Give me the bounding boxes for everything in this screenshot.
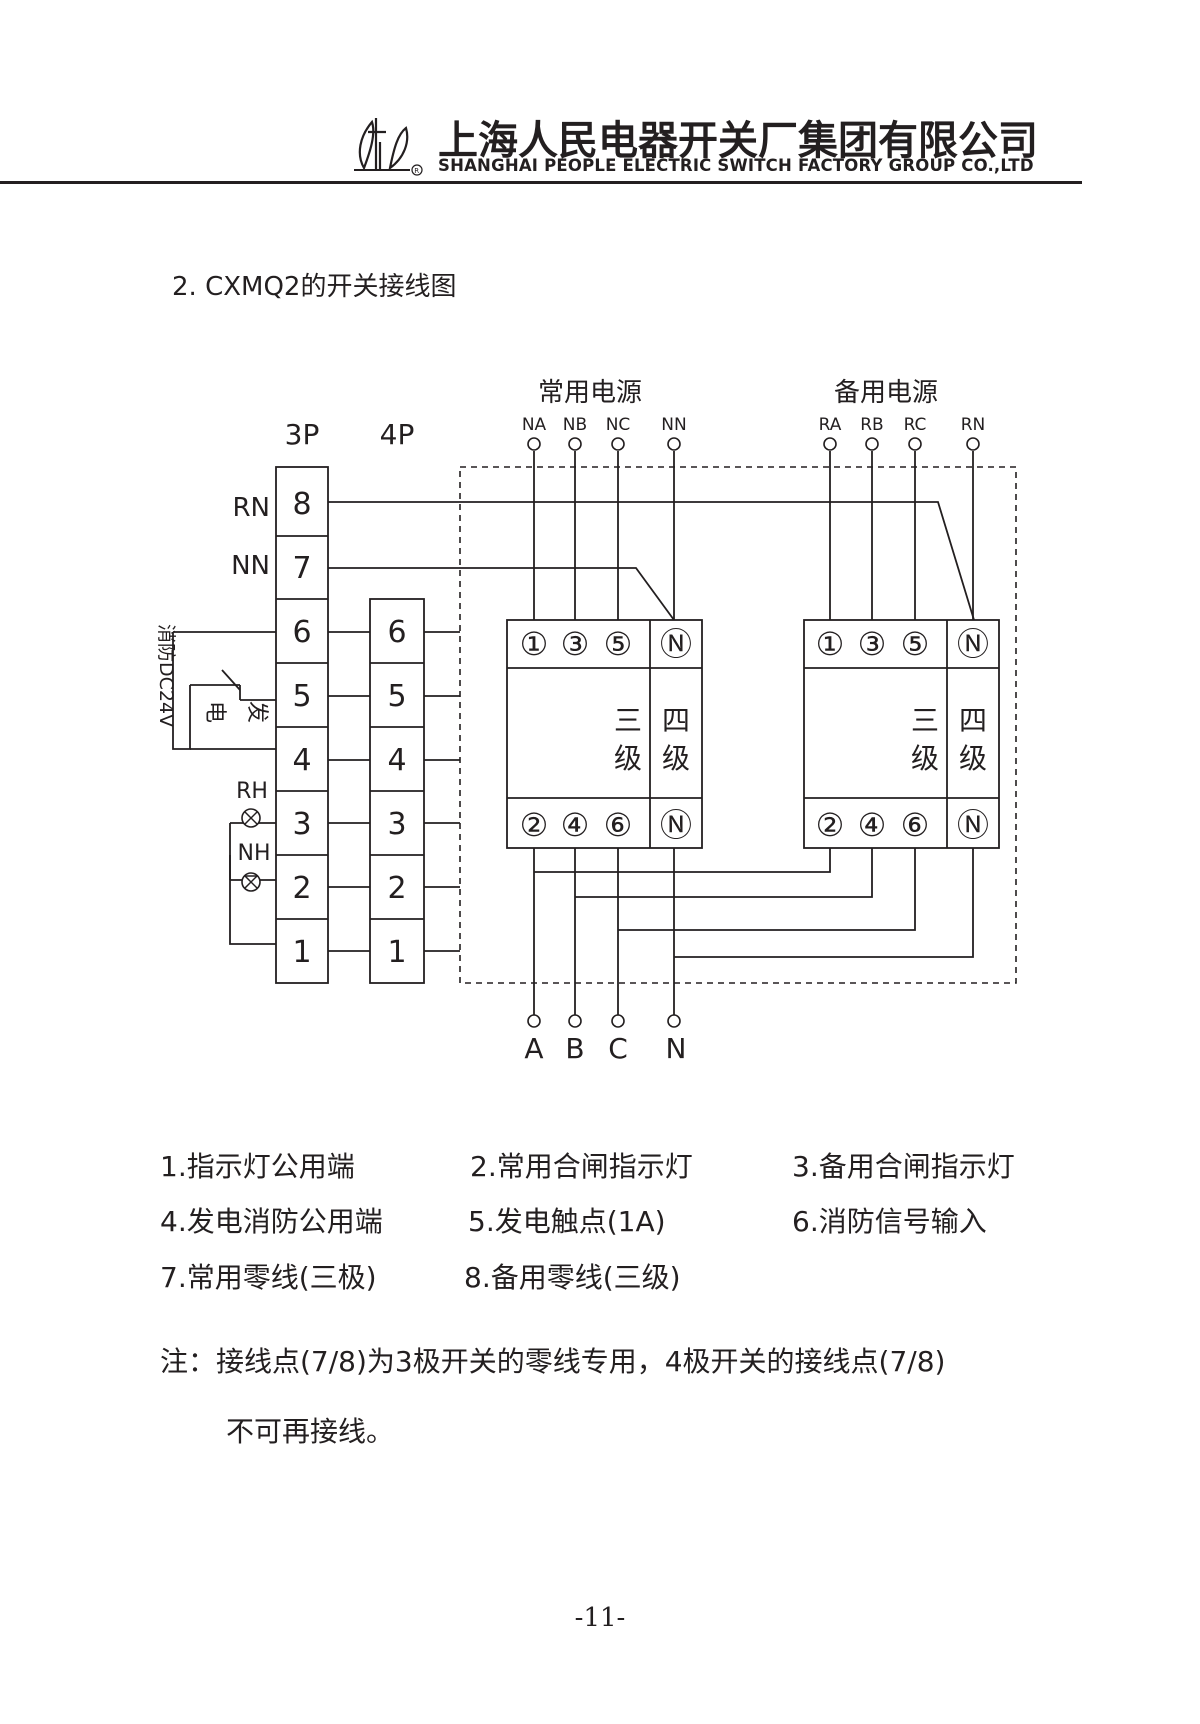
- backup-bottom-6: ⑥: [901, 806, 930, 844]
- main-four-pole-1: 四: [662, 704, 690, 737]
- backup-three-pole-2: 级: [911, 742, 939, 775]
- gen-label-dian: 电: [202, 701, 227, 723]
- main-breaker: [506, 619, 703, 849]
- legend-item-5: 5.发电触点(1A): [468, 1205, 666, 1238]
- backup-breaker: [803, 619, 1000, 849]
- backup-top-n: Ⓝ: [957, 625, 989, 663]
- col-4p-label: 4P: [380, 418, 415, 451]
- output-n: N: [666, 1032, 687, 1065]
- output-b: B: [565, 1032, 584, 1065]
- main-three-pole-1: 三: [614, 704, 642, 737]
- t3p-5: 5: [292, 679, 311, 714]
- legend-item-1: 1.指示灯公用端: [160, 1150, 355, 1183]
- t3p-8: 8: [292, 487, 311, 522]
- header-divider: [0, 181, 1082, 184]
- legend-item-7: 7.常用零线(三极): [160, 1261, 377, 1294]
- output-a: A: [524, 1032, 543, 1065]
- terminal-nc: NC: [606, 415, 631, 435]
- terminal-nb: NB: [563, 415, 587, 435]
- t3p-2: 2: [292, 871, 311, 906]
- t4p-3: 3: [387, 807, 406, 842]
- company-logo-icon: R: [354, 118, 423, 176]
- main-bottom-4: ④: [561, 806, 590, 844]
- col-3p-label: 3P: [285, 418, 320, 451]
- terminal-ra: RA: [819, 415, 842, 435]
- page-number: -11-: [574, 1603, 626, 1633]
- switch-enclosure: [459, 466, 1017, 984]
- legend-item-3: 3.备用合闸指示灯: [792, 1150, 1015, 1183]
- svg-text:R: R: [414, 167, 419, 175]
- fire-dc24v-label: 消防DC24V: [155, 624, 177, 727]
- backup-bottom-n: Ⓝ: [957, 806, 989, 844]
- terminal-rc: RC: [904, 415, 927, 435]
- main-bottom-n: Ⓝ: [660, 806, 692, 844]
- t3p-4: 4: [292, 743, 311, 778]
- terminal-nn: NN: [661, 415, 686, 435]
- terminal-rn: RN: [961, 415, 986, 435]
- t3p-1: 1: [292, 935, 311, 970]
- backup-top-1: ①: [816, 625, 845, 663]
- output-c: C: [608, 1032, 628, 1065]
- backup-top-5: ⑤: [901, 625, 930, 663]
- legend-item-2: 2.常用合闸指示灯: [470, 1150, 693, 1183]
- note-line-2: 不可再接线。: [226, 1415, 395, 1448]
- backup-bottom-4: ④: [858, 806, 887, 844]
- main-three-pole-2: 级: [614, 742, 642, 775]
- legend-item-4: 4.发电消防公用端: [160, 1205, 383, 1238]
- main-bottom-2: ②: [520, 806, 549, 844]
- main-top-1: ①: [520, 625, 549, 663]
- nn-side-label: NN: [231, 551, 270, 581]
- t4p-2: 2: [387, 871, 406, 906]
- main-top-3: ③: [561, 625, 590, 663]
- backup-four-pole-2: 级: [959, 742, 987, 775]
- nh-label: NH: [238, 841, 271, 866]
- backup-top-3: ③: [858, 625, 887, 663]
- t3p-3: 3: [292, 807, 311, 842]
- terminal-rb: RB: [860, 415, 883, 435]
- section-title: 2. CXMQ2的开关接线图: [172, 272, 457, 302]
- t4p-5: 5: [387, 679, 406, 714]
- terminal-na: NA: [522, 415, 547, 435]
- company-name-en: SHANGHAI PEOPLE ELECTRIC SWITCH FACTORY …: [438, 156, 1034, 175]
- backup-bottom-2: ②: [816, 806, 845, 844]
- t3p-7: 7: [292, 551, 311, 586]
- company-name-cn: 上海人民电器开关厂集团有限公司: [438, 118, 1038, 164]
- t3p-6: 6: [292, 615, 311, 650]
- backup-power-label: 备用电源: [834, 378, 938, 408]
- main-four-pole-2: 级: [662, 742, 690, 775]
- t4p-6: 6: [387, 615, 406, 650]
- legend-item-8: 8.备用零线(三级): [464, 1261, 681, 1294]
- terminal-block-3p: [275, 466, 329, 984]
- main-power-label: 常用电源: [538, 378, 642, 408]
- main-top-5: ⑤: [604, 625, 633, 663]
- t4p-4: 4: [387, 743, 406, 778]
- legend-item-6: 6.消防信号输入: [792, 1205, 987, 1238]
- backup-four-pole-1: 四: [959, 704, 987, 737]
- t4p-1: 1: [387, 935, 406, 970]
- note-line-1: 注：接线点(7/8)为3极开关的零线专用，4极开关的接线点(7/8): [160, 1345, 946, 1378]
- rh-label: RH: [236, 779, 268, 804]
- rn-side-label: RN: [232, 493, 270, 523]
- gen-label-fa: 发: [244, 701, 269, 723]
- main-bottom-6: ⑥: [604, 806, 633, 844]
- backup-three-pole-1: 三: [911, 704, 939, 737]
- main-top-n: Ⓝ: [660, 625, 692, 663]
